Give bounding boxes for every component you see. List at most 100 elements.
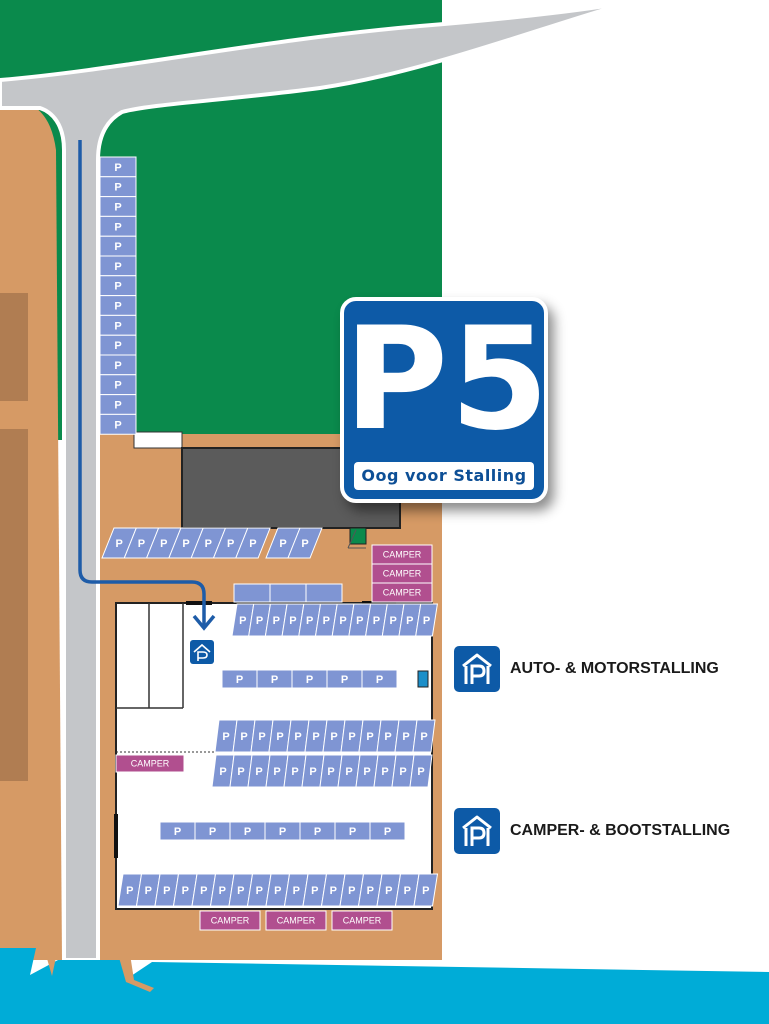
parking-slot-label: P	[417, 766, 424, 778]
parking-slot-label: P	[240, 731, 247, 743]
parking-slot-label: P	[291, 766, 298, 778]
garage-parking-icon	[454, 808, 500, 854]
parking-slot-label: P	[311, 885, 318, 897]
legend-item-camper-boat: CAMPER- & BOOTSTALLING	[454, 808, 730, 854]
entrance-parking-icon	[190, 640, 214, 664]
parking-slot-label: P	[273, 766, 280, 778]
parking-slot: P	[99, 176, 137, 198]
parking-slot-label: P	[237, 885, 244, 897]
parking-slot-label: P	[114, 380, 121, 392]
parking-slot: P	[291, 669, 328, 689]
parking-slot: P	[326, 669, 363, 689]
parking-slot: P	[99, 394, 137, 415]
road	[0, 0, 769, 962]
parking-slot: P	[99, 235, 137, 257]
parking-slot-label: P	[367, 885, 374, 897]
parking-slot: P	[229, 821, 266, 841]
sign-title: P5	[344, 297, 551, 462]
parking-slot-label: P	[222, 731, 229, 743]
parking-slot-label: P	[341, 674, 348, 686]
gate-swing	[347, 529, 366, 549]
parking-slot: P	[99, 275, 137, 297]
water	[0, 948, 769, 1024]
jetty	[118, 954, 154, 992]
camper-slot-label: CAMPER	[131, 759, 170, 769]
parking-slot: P	[299, 821, 336, 841]
parking-slot: P	[287, 527, 323, 559]
parking-slot-label: P	[406, 615, 413, 627]
utility-box	[349, 527, 367, 545]
parking-slot-label: P	[423, 615, 430, 627]
hall-marker	[417, 670, 429, 688]
parking-slot: P	[99, 156, 137, 178]
parking-slot-label: P	[256, 615, 263, 627]
parking-slot-label: P	[276, 731, 283, 743]
parking-slot-label: P	[145, 885, 152, 897]
parking-slot-label: P	[348, 731, 355, 743]
parking-slot	[233, 583, 271, 603]
parking-slot-label: P	[306, 674, 313, 686]
parking-slot: P	[99, 255, 137, 277]
parking-slot-label: P	[323, 615, 330, 627]
parking-slot-label: P	[182, 885, 189, 897]
parking-slot-label: P	[163, 885, 170, 897]
parking-slot-label: P	[114, 182, 121, 194]
parking-slot-label: P	[363, 766, 370, 778]
parking-slot-label: P	[294, 731, 301, 743]
parking-slot-label: P	[115, 538, 122, 550]
parking-slot-label: P	[114, 221, 121, 233]
parking-slot-label: P	[255, 766, 262, 778]
parking-slot-label: P	[219, 885, 226, 897]
route-arrowhead	[192, 614, 216, 631]
parking-slot-label: P	[126, 885, 133, 897]
parking-slot: P	[99, 295, 137, 316]
parking-slot-label: P	[356, 615, 363, 627]
gate-marker	[133, 431, 183, 449]
parking-slot-label: P	[309, 766, 316, 778]
parking-slot: P	[235, 527, 271, 559]
camper-slot-label: CAMPER	[211, 916, 250, 926]
parking-slot-label: P	[219, 766, 226, 778]
parking-slot-label: P	[420, 731, 427, 743]
parking-slot	[305, 583, 343, 603]
parking-slot-label: P	[205, 538, 212, 550]
parking-slot: P	[369, 821, 406, 841]
parking-slot-label: P	[114, 202, 121, 214]
parking-slot-label: P	[258, 731, 265, 743]
parking-slot: P	[99, 314, 137, 336]
parking-slot-label: P	[182, 538, 189, 550]
legend-item-auto-moto: AUTO- & MOTORSTALLING	[454, 646, 719, 692]
route-arrow	[78, 140, 206, 626]
parking-slot-label: P	[256, 885, 263, 897]
camper-slot-label: CAMPER	[277, 916, 316, 926]
parking-slot-label: P	[114, 340, 121, 352]
parking-slot: P	[256, 669, 293, 689]
parking-slot-label: P	[114, 400, 121, 412]
parking-slot-label: P	[271, 674, 278, 686]
parking-slot-label: P	[239, 615, 246, 627]
parking-slot-label: P	[348, 885, 355, 897]
parking-slot: P	[99, 196, 137, 217]
camper-slot: CAMPER	[265, 910, 327, 931]
parking-slot-label: P	[114, 281, 121, 293]
parking-slot: P	[99, 215, 137, 237]
parking-slot-label: P	[227, 538, 234, 550]
parking-slot	[269, 583, 307, 603]
parking-slot: P	[99, 413, 137, 435]
parking-slot-label: P	[244, 826, 251, 838]
parking-slot: P	[221, 669, 258, 689]
parking-slot: P	[99, 334, 137, 356]
parking-slot-label: P	[339, 615, 346, 627]
camper-slot-label: CAMPER	[383, 550, 422, 560]
parking-slot-label: P	[345, 766, 352, 778]
parking-slot: P	[334, 821, 371, 841]
parking-slot-label: P	[114, 419, 121, 431]
parking-slot-label: P	[399, 766, 406, 778]
jetty	[44, 948, 58, 976]
camper-slot-label: CAMPER	[383, 569, 422, 579]
parking-slot-label: P	[274, 885, 281, 897]
legend-label: CAMPER- & BOOTSTALLING	[510, 822, 731, 839]
parking-slot-label: P	[293, 885, 300, 897]
